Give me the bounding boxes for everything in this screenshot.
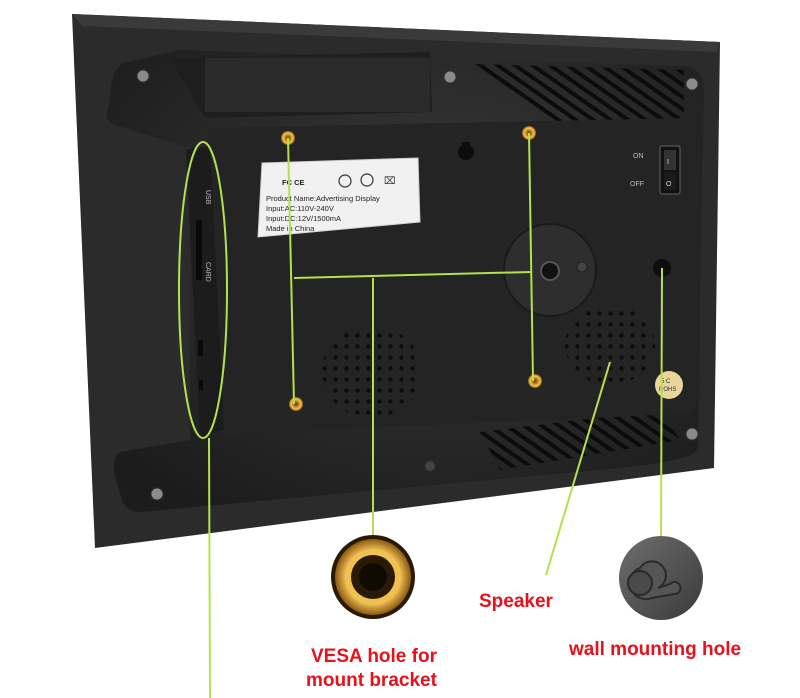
top-vents <box>474 64 684 126</box>
speaker-grille-right <box>565 305 655 385</box>
switch-off-label: OFF <box>630 181 644 188</box>
svg-text:5 C: 5 C <box>661 379 671 385</box>
vesa-hole-closeup <box>331 535 415 619</box>
sticker-input-dc: Input:DC:12V/1500mA <box>266 214 341 223</box>
power-switch: I O <box>659 145 681 195</box>
sticker-input-ac: Input:AC:110V-240V <box>266 204 334 213</box>
wall-hole-callout: wall mounting hole <box>569 639 742 660</box>
rohs-badge: 5 C ROHS <box>655 371 683 399</box>
vesa-callout-line1: VESA hole for <box>311 646 437 667</box>
product-sticker: FC CE ⌧ Product Name:Advertising Display… <box>257 157 421 238</box>
corner-screws <box>136 69 699 501</box>
svg-text:I: I <box>667 159 669 166</box>
wall-hole-closeup <box>619 536 703 620</box>
switch-on-label: ON <box>633 153 644 160</box>
svg-text:ROHS: ROHS <box>659 387 676 393</box>
speaker-callout: Speaker <box>479 591 553 612</box>
side-port-strip <box>186 146 224 436</box>
sticker-product-name: Product Name:Advertising Display <box>266 194 380 203</box>
svg-text:⌧: ⌧ <box>384 176 396 187</box>
bottom-vents <box>480 410 680 470</box>
callout-leader-lines <box>178 132 663 698</box>
usb-port-label: USB <box>204 190 211 205</box>
vesa-callout-line2: mount bracket <box>306 670 437 691</box>
cert-marks: FC CE <box>282 178 305 187</box>
svg-text:O: O <box>666 181 672 188</box>
card-slot-label: CARD <box>204 262 211 282</box>
